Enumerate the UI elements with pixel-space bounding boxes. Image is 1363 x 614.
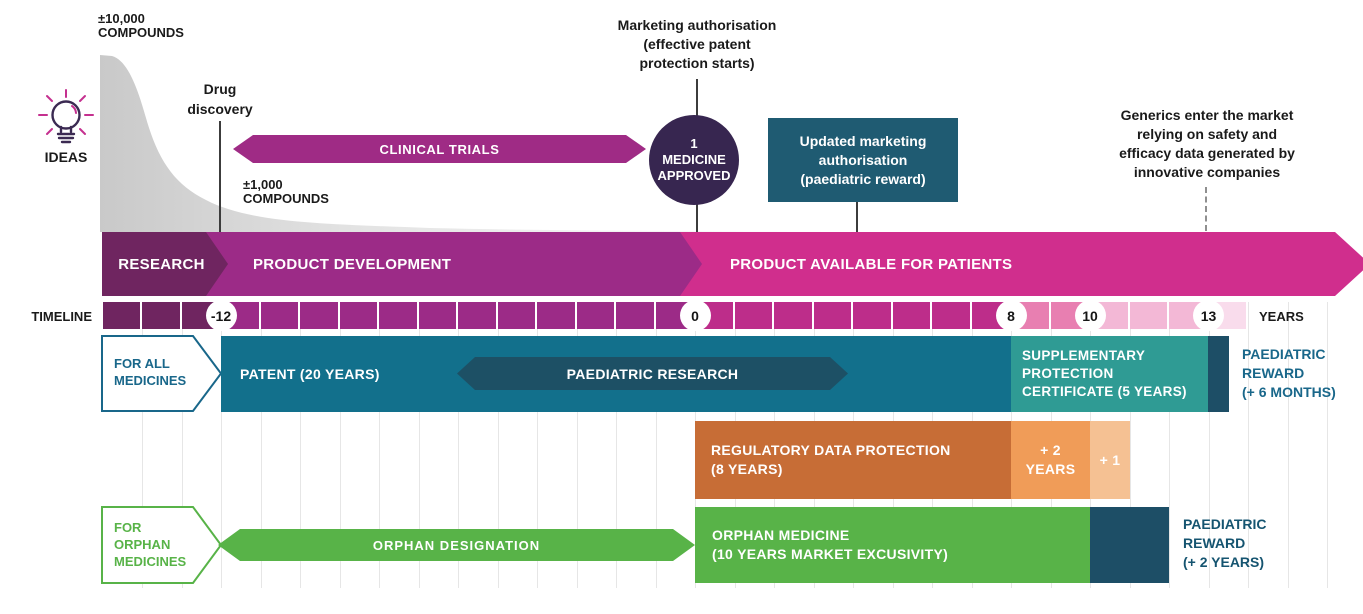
- timeline-marker-0: 0: [679, 300, 711, 331]
- timeline-year-segment: [142, 302, 180, 329]
- timeline-year-segment: [892, 302, 930, 329]
- orphan-paediatric-reward-block: [1090, 507, 1169, 583]
- year-gridline: [1129, 302, 1131, 588]
- rdp-plus2-block: + 2 YEARS: [1011, 421, 1090, 499]
- year-gridline: [379, 302, 380, 588]
- year-gridline: [1208, 302, 1210, 588]
- orphan-medicine-block: ORPHAN MEDICINE (10 YEARS MARKET EXCUSIV…: [695, 507, 1107, 583]
- ideas-label: IDEAS: [44, 149, 88, 165]
- rdp-label: REGULATORY DATA PROTECTION (8 YEARS): [711, 442, 951, 477]
- phase-product-development: PRODUCT DEVELOPMENT: [206, 232, 742, 296]
- spc-band: SUPPLEMENTARY PROTECTION CERTIFICATE (5 …: [1011, 336, 1219, 412]
- timeline-year-segment: [774, 302, 812, 329]
- phase-research: RESEARCH: [102, 232, 231, 296]
- year-gridline: [339, 302, 341, 588]
- timeline-year-segment: [576, 302, 614, 329]
- marketing-auth-line-bottom: [696, 204, 698, 232]
- years-label: YEARS: [1259, 309, 1304, 324]
- updated-ma-box: Updated marketing authorisation (paediat…: [768, 118, 958, 202]
- timeline-marker-10: 10: [1074, 300, 1106, 331]
- for-all-medicines-label: FOR ALL MEDICINES: [114, 356, 187, 388]
- year-gridline: [300, 302, 301, 588]
- timeline-year-segment: [497, 302, 535, 329]
- compounds-1000-label: ±1,000 COMPOUNDS: [243, 177, 329, 206]
- paediatric-reward-6mo-label: PAEDIATRIC REWARD (+ 6 MONTHS): [1242, 346, 1336, 400]
- orphan-designation-band: ORPHAN DESIGNATION: [218, 529, 695, 561]
- medicine-approved-circle: 1 MEDICINE APPROVED: [649, 115, 739, 205]
- for-all-medicines-box: [101, 335, 223, 412]
- rdp-plus1-label: + 1: [1099, 452, 1121, 468]
- year-gridline: [537, 302, 538, 588]
- for-orphan-medicines-label: FOR ORPHAN MEDICINES: [114, 520, 187, 569]
- timeline-marker-13: 13: [1193, 300, 1224, 331]
- year-gridline: [181, 302, 183, 588]
- timeline-year-segment: [102, 302, 140, 329]
- year-gridline: [418, 302, 420, 588]
- compounds-funnel-curve: [100, 55, 828, 232]
- marketing-auth-label: Marketing authorisation (effective paten…: [617, 17, 777, 71]
- year-gridline: [260, 302, 262, 588]
- timeline-year-segment: [379, 302, 417, 329]
- patent-label: PATENT (20 YEARS): [240, 366, 380, 382]
- drug-discovery-line: [219, 121, 221, 232]
- orphan-designation-label: ORPHAN DESIGNATION: [372, 537, 541, 553]
- paediatric-reward-6mo-block: [1208, 336, 1229, 412]
- timeline-year-segment: [853, 302, 891, 329]
- timeline-marker--12: -12: [205, 300, 237, 331]
- year-gridline: [576, 302, 578, 588]
- phase-product-development-label: PRODUCT DEVELOPMENT: [253, 255, 452, 273]
- timeline-year-segment: [458, 302, 496, 329]
- rdp-band: REGULATORY DATA PROTECTION (8 YEARS): [695, 421, 1027, 499]
- year-gridline: [458, 302, 459, 588]
- phase-product-available-label: PRODUCT AVAILABLE FOR PATIENTS: [730, 255, 1013, 273]
- marketing-auth-line-top: [696, 79, 698, 116]
- timeline-year-segment: [537, 302, 575, 329]
- clinical-trials-band: CLINICAL TRIALS: [233, 135, 646, 163]
- year-gridline: [497, 302, 499, 588]
- timeline-year-segment: [616, 302, 654, 329]
- paediatric-research-band: PAEDIATRIC RESEARCH: [457, 357, 848, 390]
- year-gridline: [1169, 302, 1170, 588]
- paediatric-research-label: PAEDIATRIC RESEARCH: [566, 365, 739, 382]
- orphan-medicine-label: ORPHAN MEDICINE (10 YEARS MARKET EXCUSIV…: [712, 527, 949, 562]
- compounds-10000-label: ±10,000 COMPOUNDS: [98, 11, 184, 40]
- drug-discovery-label: Drug discovery: [187, 81, 253, 117]
- timeline-year-segment: [260, 302, 298, 329]
- year-gridline: [655, 302, 657, 588]
- timeline-year-segment: [734, 302, 772, 329]
- timeline-marker-8: 8: [995, 300, 1027, 331]
- year-gridline: [1287, 302, 1289, 588]
- timeline-year-segment: [418, 302, 456, 329]
- timeline-year-segment: [339, 302, 377, 329]
- year-gridline: [221, 302, 222, 588]
- year-gridline: [1327, 302, 1328, 588]
- updated-ma-line: [856, 201, 858, 232]
- clinical-trials-label: CLINICAL TRIALS: [379, 141, 500, 157]
- year-gridline: [1248, 302, 1249, 588]
- year-gridline: [142, 302, 143, 588]
- year-gridline: [616, 302, 617, 588]
- timeline-label: TIMELINE: [31, 309, 92, 324]
- timeline-year-segment: [300, 302, 338, 329]
- spc-label: SUPPLEMENTARY PROTECTION CERTIFICATE (5 …: [1022, 348, 1187, 399]
- timeline-year-segment: [932, 302, 970, 329]
- generics-dashed-line: [1205, 187, 1207, 231]
- orphan-paediatric-reward-label: PAEDIATRIC REWARD (+ 2 YEARS): [1183, 516, 1267, 570]
- phase-product-available: PRODUCT AVAILABLE FOR PATIENTS: [680, 232, 1363, 296]
- phase-research-label: RESEARCH: [118, 255, 205, 273]
- rdp-plus1-block: + 1: [1090, 421, 1130, 499]
- generics-label: Generics enter the market relying on saf…: [1119, 107, 1295, 180]
- rdp-plus2-label: + 2 YEARS: [1025, 442, 1076, 477]
- lightbulb-icon: [38, 89, 94, 144]
- timeline-year-segment: [813, 302, 851, 329]
- timeline-year-segment: [1129, 302, 1167, 329]
- for-orphan-medicines-box: [101, 506, 223, 584]
